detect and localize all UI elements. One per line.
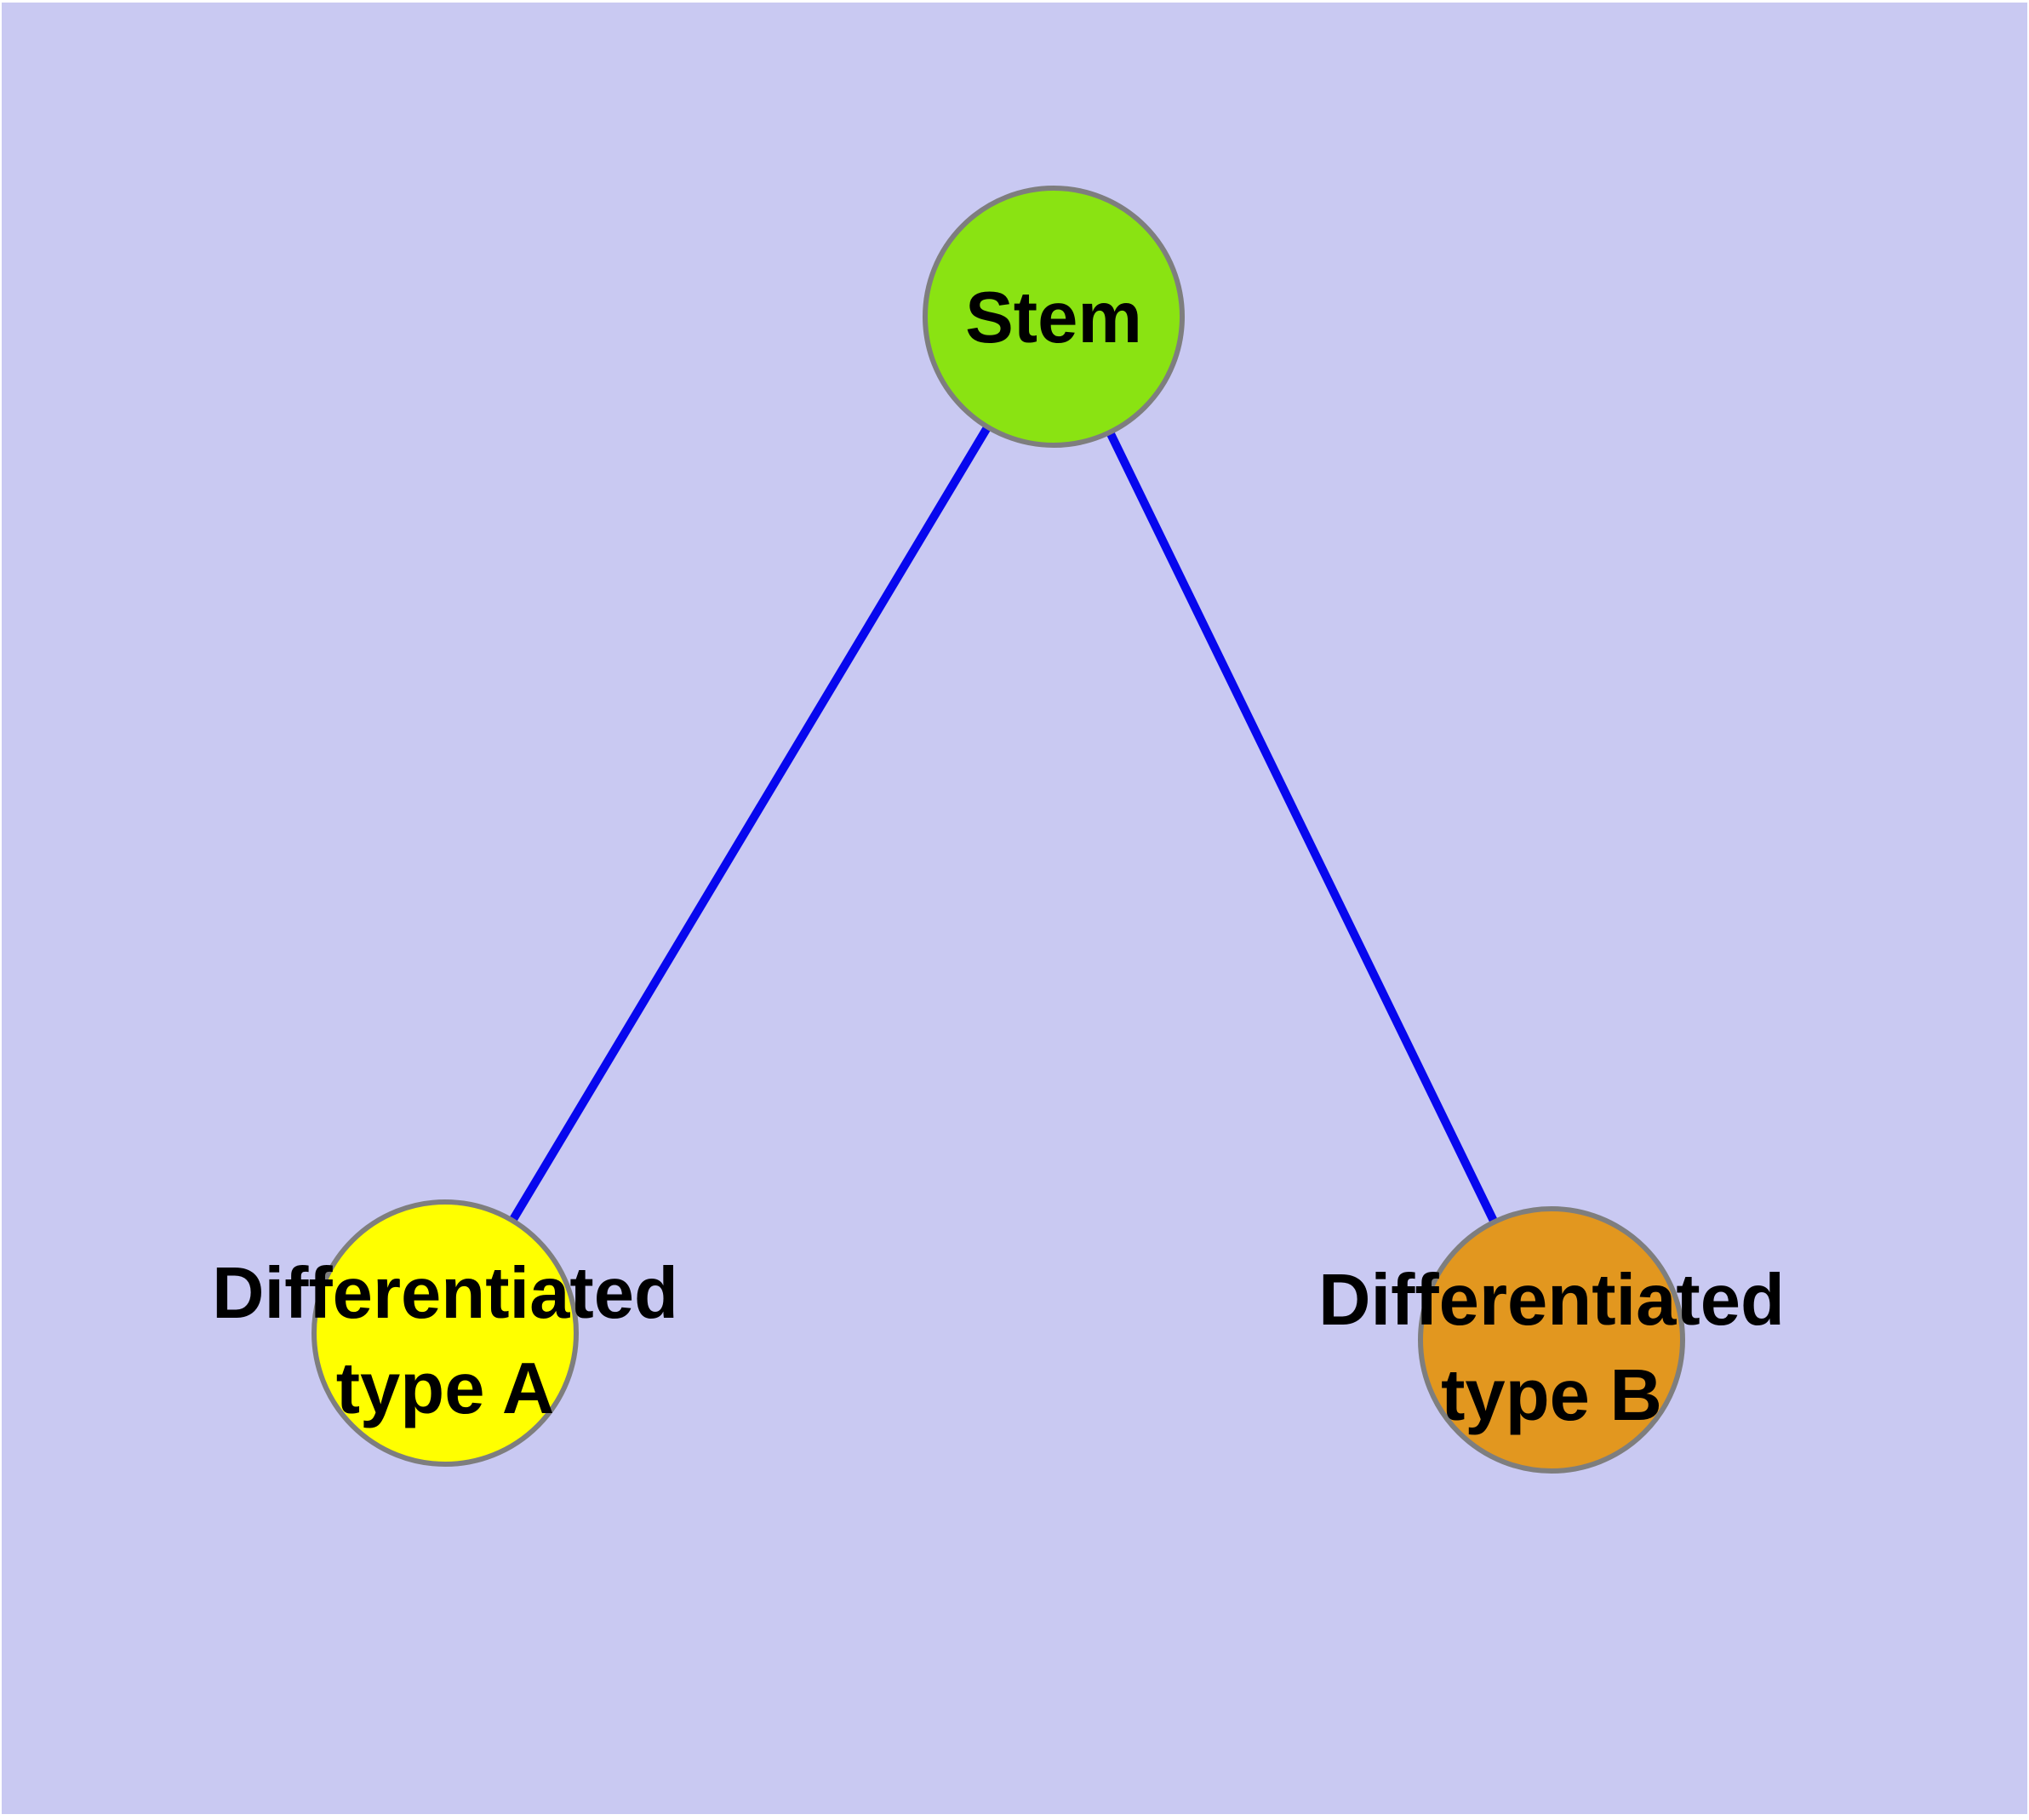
node-differentiated-type-b: Differentiated type B <box>1318 1206 1785 1474</box>
node-stem: Stem <box>923 186 1185 448</box>
node-differentiated-type-a: Differentiated type A <box>212 1199 678 1467</box>
edge-stem-to-differentiated-type-a <box>441 314 1058 1336</box>
node-differentiated-type-b-label-line1: Differentiated <box>1318 1260 1785 1341</box>
node-differentiated-type-b-label: Differentiated type B <box>1318 1260 1785 1436</box>
node-stem-label-line1: Stem <box>965 278 1142 358</box>
node-differentiated-type-a-label-line1: Differentiated <box>212 1253 678 1334</box>
node-stem-circle <box>923 186 1185 448</box>
node-differentiated-type-a-label: Differentiated type A <box>212 1253 678 1429</box>
node-differentiated-type-b-circle <box>1418 1206 1685 1474</box>
node-stem-label: Stem <box>965 278 1142 358</box>
node-differentiated-type-b-label-line2: type B <box>1441 1355 1662 1436</box>
node-differentiated-type-a-label-line2: type A <box>336 1348 555 1429</box>
node-differentiated-type-a-circle <box>311 1199 579 1467</box>
edge-stem-to-differentiated-type-b <box>1049 314 1556 1342</box>
